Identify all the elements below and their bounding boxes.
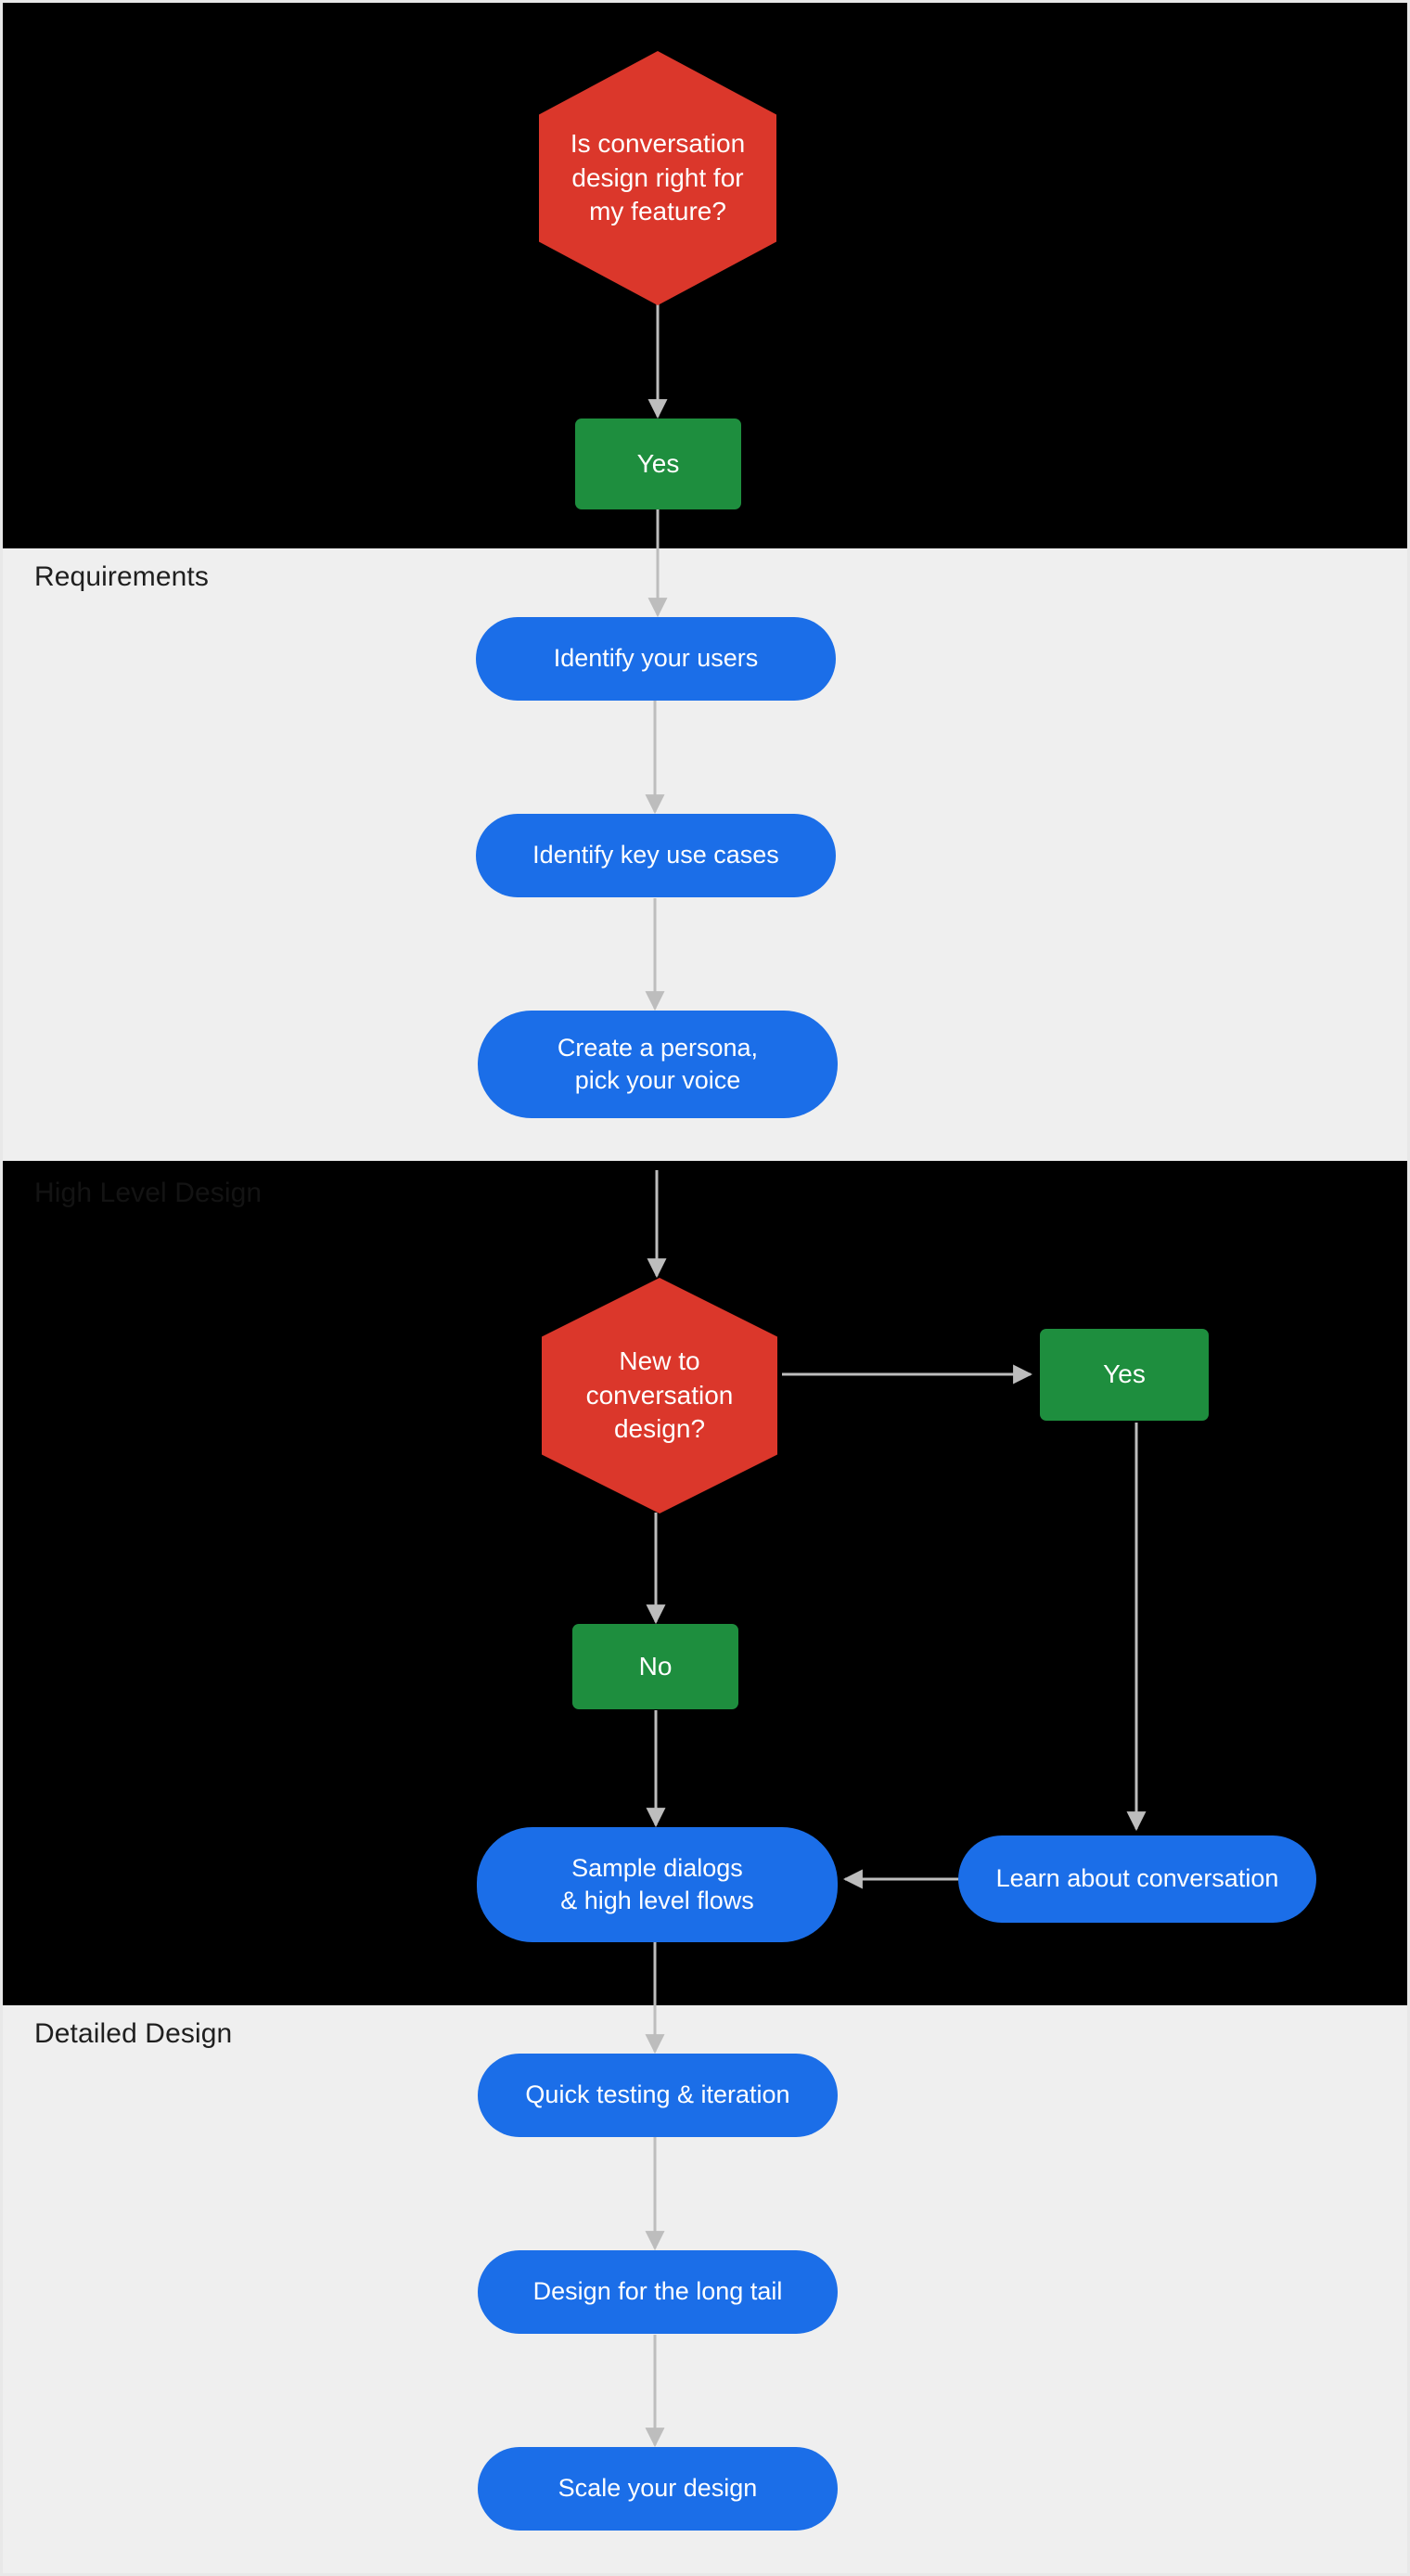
node-label: Design for the long tail: [532, 2277, 783, 2306]
node-label: No: [638, 1651, 673, 1681]
node-decision-conversation-design-right[interactable]: Is conversation design right for my feat…: [539, 51, 776, 305]
node-identify-key-use-cases[interactable]: Identify key use cases: [476, 814, 836, 897]
node-quick-testing-iteration[interactable]: Quick testing & iteration: [478, 2054, 838, 2137]
node-label: Create a persona, pick your voice: [557, 1033, 759, 1094]
node-label: Yes: [636, 448, 680, 478]
node-label: Is conversation design right for my feat…: [570, 129, 746, 226]
section-label-requirements: Requirements: [34, 561, 209, 592]
section-label-detailed-design: Detailed Design: [34, 2018, 233, 2049]
node-label: Identify key use cases: [532, 841, 779, 869]
node-label: Scale your design: [558, 2474, 758, 2503]
node-yes-1[interactable]: Yes: [575, 419, 741, 509]
section-label-high-level-design: High Level Design: [34, 1178, 263, 1208]
node-scale-your-design[interactable]: Scale your design: [478, 2447, 838, 2531]
node-label: Identify your users: [553, 644, 759, 673]
node-no[interactable]: No: [572, 1624, 738, 1709]
node-decision-new-to-conversation-design[interactable]: New to conversation design?: [542, 1278, 777, 1513]
node-label: Quick testing & iteration: [525, 2080, 790, 2109]
node-sample-dialogs-high-level-flows[interactable]: Sample dialogs & high level flows: [477, 1827, 838, 1942]
node-identify-your-users[interactable]: Identify your users: [476, 617, 836, 701]
node-label: Yes: [1103, 1359, 1146, 1389]
node-create-persona-pick-voice[interactable]: Create a persona, pick your voice: [478, 1011, 838, 1118]
node-yes-2[interactable]: Yes: [1040, 1329, 1209, 1421]
node-label: Learn about conversation: [995, 1864, 1279, 1893]
node-design-for-the-long-tail[interactable]: Design for the long tail: [478, 2250, 838, 2334]
node-learn-about-conversation[interactable]: Learn about conversation: [958, 1835, 1316, 1923]
node-label: Sample dialogs & high level flows: [560, 1853, 754, 1914]
node-label: New to conversation design?: [585, 1346, 734, 1444]
